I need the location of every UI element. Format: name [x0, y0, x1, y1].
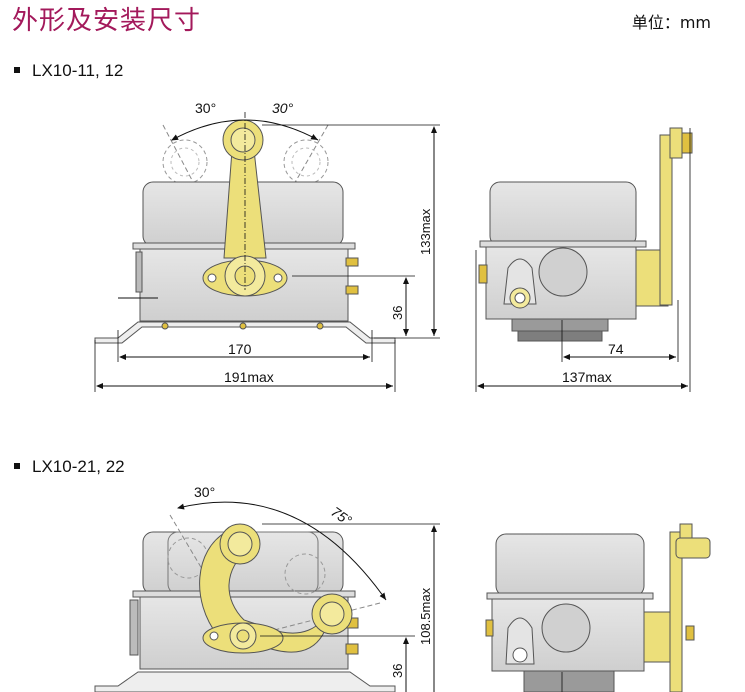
angle-right-label-2: 75°: [328, 503, 355, 528]
front-view-2: 30° 75° 108.5max 36: [94, 484, 440, 692]
model-heading-1: LX10-11, 12: [14, 61, 123, 81]
page-title: 外形及安装尺寸: [12, 6, 202, 36]
angle-left-label: 30°: [195, 100, 216, 116]
side-dim-depth-label: 137max: [562, 369, 612, 385]
dim-shaft-label: 36: [390, 306, 405, 320]
bullet-icon: [14, 462, 20, 469]
front-view-1: 30° 30° 133max 36 170 191max: [94, 100, 440, 392]
side-dim-inner-label-2: 74: [620, 689, 636, 692]
model-label-1: LX10-11, 12: [32, 61, 124, 80]
unit-label: 单位：mm: [631, 13, 711, 32]
side-view-2: 74: [485, 523, 711, 692]
dim-width-label: 191max: [224, 369, 274, 385]
dim-shaft-label-2: 36: [390, 664, 405, 678]
angle-right-label: 30°: [272, 100, 294, 116]
model-heading-2: LX10-21, 22: [14, 457, 125, 477]
side-dim-inner-label: 74: [608, 341, 624, 357]
bullet-icon: [14, 66, 20, 73]
angle-left-label-2: 30°: [194, 484, 215, 500]
dim-height-label: 133max: [418, 208, 433, 255]
dim-mount-label: 170: [228, 341, 252, 357]
dim-height-label-2: 108.5max: [418, 587, 433, 645]
model-label-2: LX10-21, 22: [32, 457, 125, 476]
side-view-1: 74 137max: [475, 127, 693, 392]
